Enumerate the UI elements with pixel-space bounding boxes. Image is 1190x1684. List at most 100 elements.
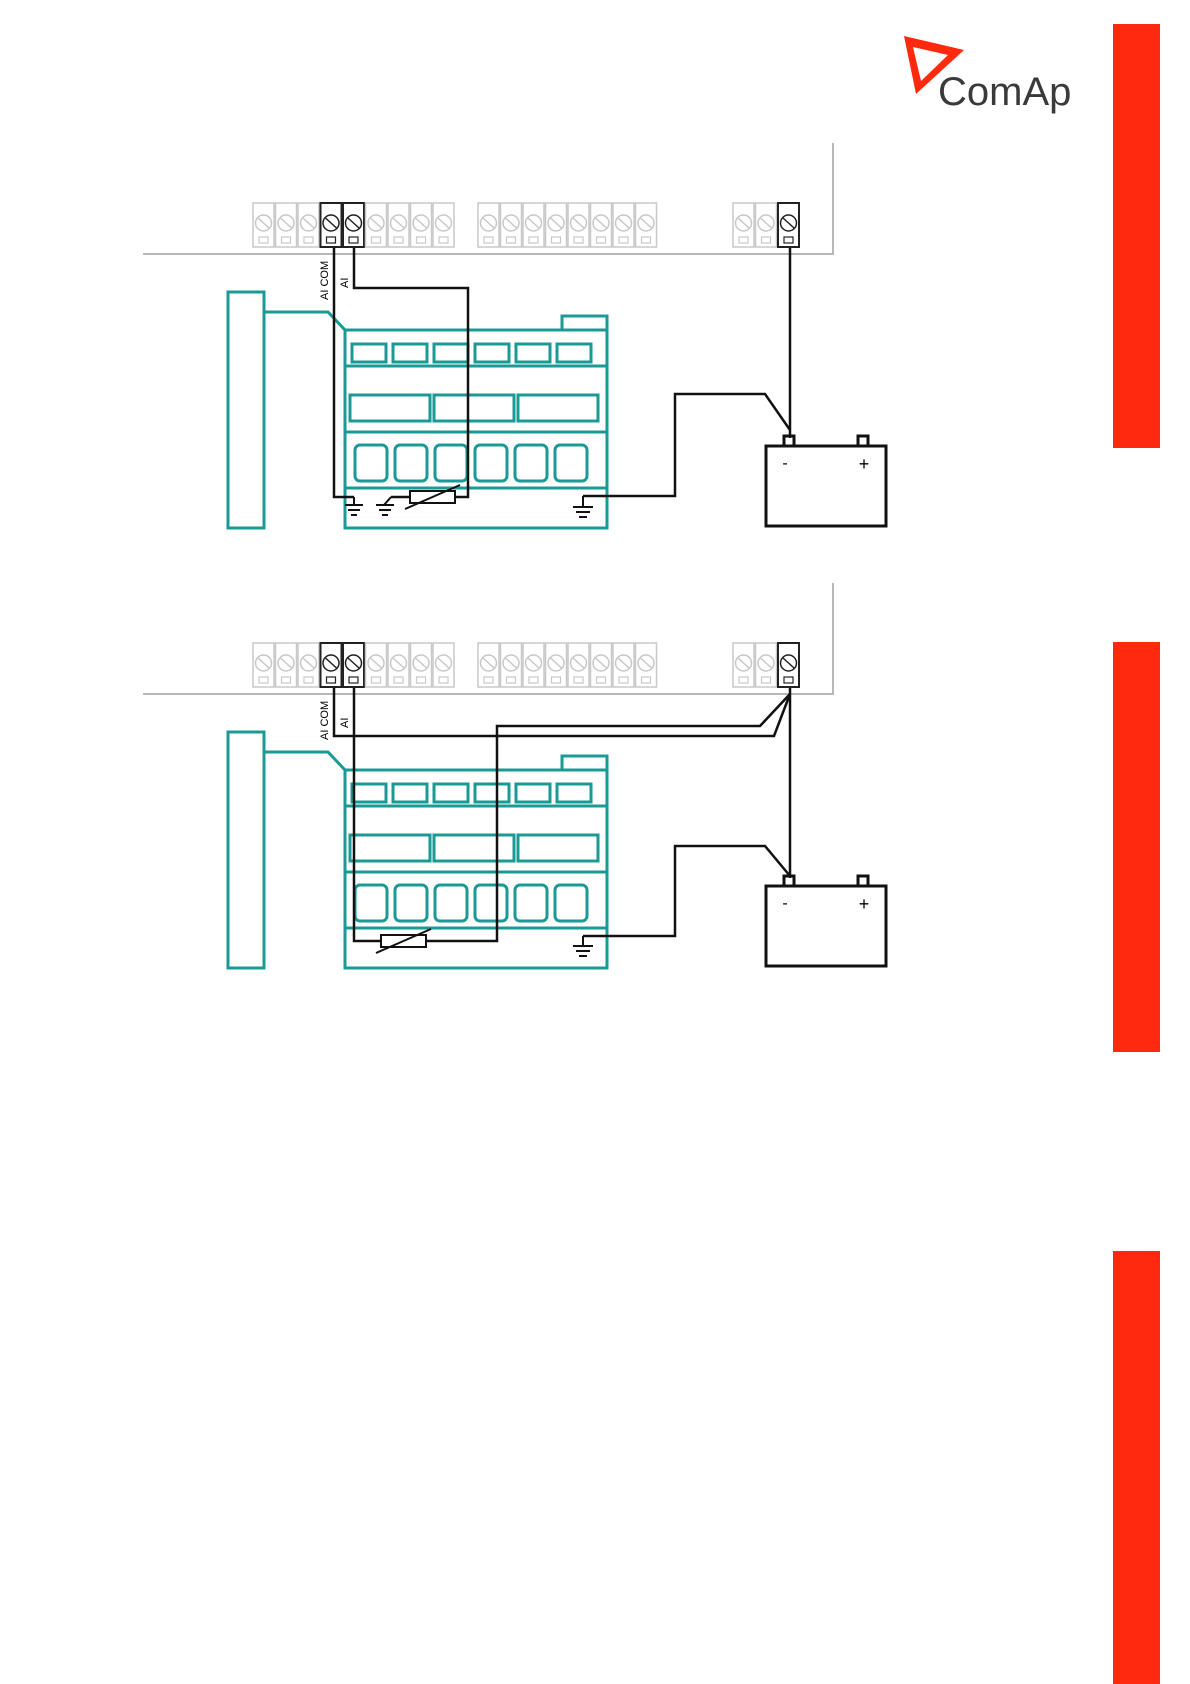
ground-icon (573, 936, 593, 956)
terminal-socket (372, 677, 381, 683)
terminal-socket (507, 677, 516, 683)
screw-slot (416, 658, 427, 668)
terminal-socket (394, 237, 403, 243)
terminal-socket (619, 677, 628, 683)
screw-slot (348, 218, 359, 228)
terminal-socket (739, 677, 748, 683)
terminal-socket (507, 237, 516, 243)
screw-slot (438, 218, 449, 228)
ground-icon (345, 496, 593, 517)
terminal-socket (282, 237, 291, 243)
terminal-socket (372, 237, 381, 243)
terminal-socket (394, 677, 403, 683)
wiring (334, 248, 790, 497)
screw-slot (551, 218, 562, 228)
terminal-socket (574, 677, 583, 683)
screw-slot (483, 658, 494, 668)
terminal-socket (417, 677, 426, 683)
screw-slot (573, 658, 584, 668)
terminal-socket (282, 677, 291, 683)
battery-plus-label: + (859, 894, 870, 914)
terminal-socket (762, 237, 771, 243)
ai-label: AI (339, 278, 351, 288)
screw-slot (393, 218, 404, 228)
screw-slot (326, 218, 337, 228)
screw-slot (618, 658, 629, 668)
screw-slot (438, 658, 449, 668)
terminal-socket (619, 237, 628, 243)
engine-block (228, 292, 607, 528)
terminal-socket (597, 677, 606, 683)
terminal-block (253, 643, 799, 687)
screw-slot (393, 658, 404, 668)
screw-slot (596, 218, 607, 228)
terminal-socket (597, 237, 606, 243)
wiring-diagram-2: - + AI COM AI (0, 570, 1190, 1010)
wiring-diagram-1: - + AI COM AI (0, 0, 1190, 560)
terminal-socket (327, 677, 336, 683)
terminal-socket (304, 237, 313, 243)
screw-slot (506, 658, 517, 668)
terminal-socket (739, 237, 748, 243)
battery-icon (766, 436, 886, 526)
terminal-socket (642, 237, 651, 243)
terminal-socket (304, 677, 313, 683)
terminal-socket (552, 677, 561, 683)
terminal-socket (529, 677, 538, 683)
screw-slot (281, 658, 292, 668)
terminal-socket (259, 677, 268, 683)
wiring (334, 688, 790, 941)
screw-slot (618, 218, 629, 228)
screw-slot (641, 658, 652, 668)
terminal-socket (417, 237, 426, 243)
screw-slot (528, 218, 539, 228)
terminal-block (253, 203, 799, 247)
engine-block (228, 732, 607, 968)
screw-slot (573, 218, 584, 228)
terminal-socket (762, 677, 771, 683)
screw-slot (326, 658, 337, 668)
screw-slot (738, 218, 749, 228)
screw-slot (783, 218, 794, 228)
screw-slot (506, 218, 517, 228)
screw-slot (528, 658, 539, 668)
battery-plus-label: + (859, 454, 870, 474)
screw-slot (258, 218, 269, 228)
screw-slot (348, 658, 359, 668)
screw-slot (371, 658, 382, 668)
terminal-socket (552, 237, 561, 243)
screw-slot (416, 218, 427, 228)
screw-slot (303, 658, 314, 668)
terminal-socket (484, 237, 493, 243)
sensor-resistor-icon (376, 929, 431, 953)
ai-com-label: AI COM (319, 261, 331, 300)
battery-minus-label: - (782, 455, 787, 472)
screw-slot (371, 218, 382, 228)
screw-slot (551, 658, 562, 668)
terminal-socket (259, 237, 268, 243)
terminal-socket (574, 237, 583, 243)
terminal-socket (529, 237, 538, 243)
ai-com-label: AI COM (319, 701, 331, 740)
screw-slot (303, 218, 314, 228)
screw-slot (281, 218, 292, 228)
terminal-socket (327, 237, 336, 243)
terminal-socket (642, 677, 651, 683)
terminal-socket (349, 677, 358, 683)
battery-icon (766, 876, 886, 966)
terminal-socket (784, 237, 793, 243)
terminal-socket (439, 677, 448, 683)
terminal-socket (439, 237, 448, 243)
screw-slot (783, 658, 794, 668)
screw-slot (258, 658, 269, 668)
screw-slot (761, 218, 772, 228)
battery-minus-label: - (782, 895, 787, 912)
terminal-socket (484, 677, 493, 683)
screw-slot (761, 658, 772, 668)
screw-slot (641, 218, 652, 228)
screw-slot (596, 658, 607, 668)
terminal-socket (349, 237, 358, 243)
terminal-socket (784, 677, 793, 683)
ai-label: AI (339, 718, 351, 728)
screw-slot (483, 218, 494, 228)
